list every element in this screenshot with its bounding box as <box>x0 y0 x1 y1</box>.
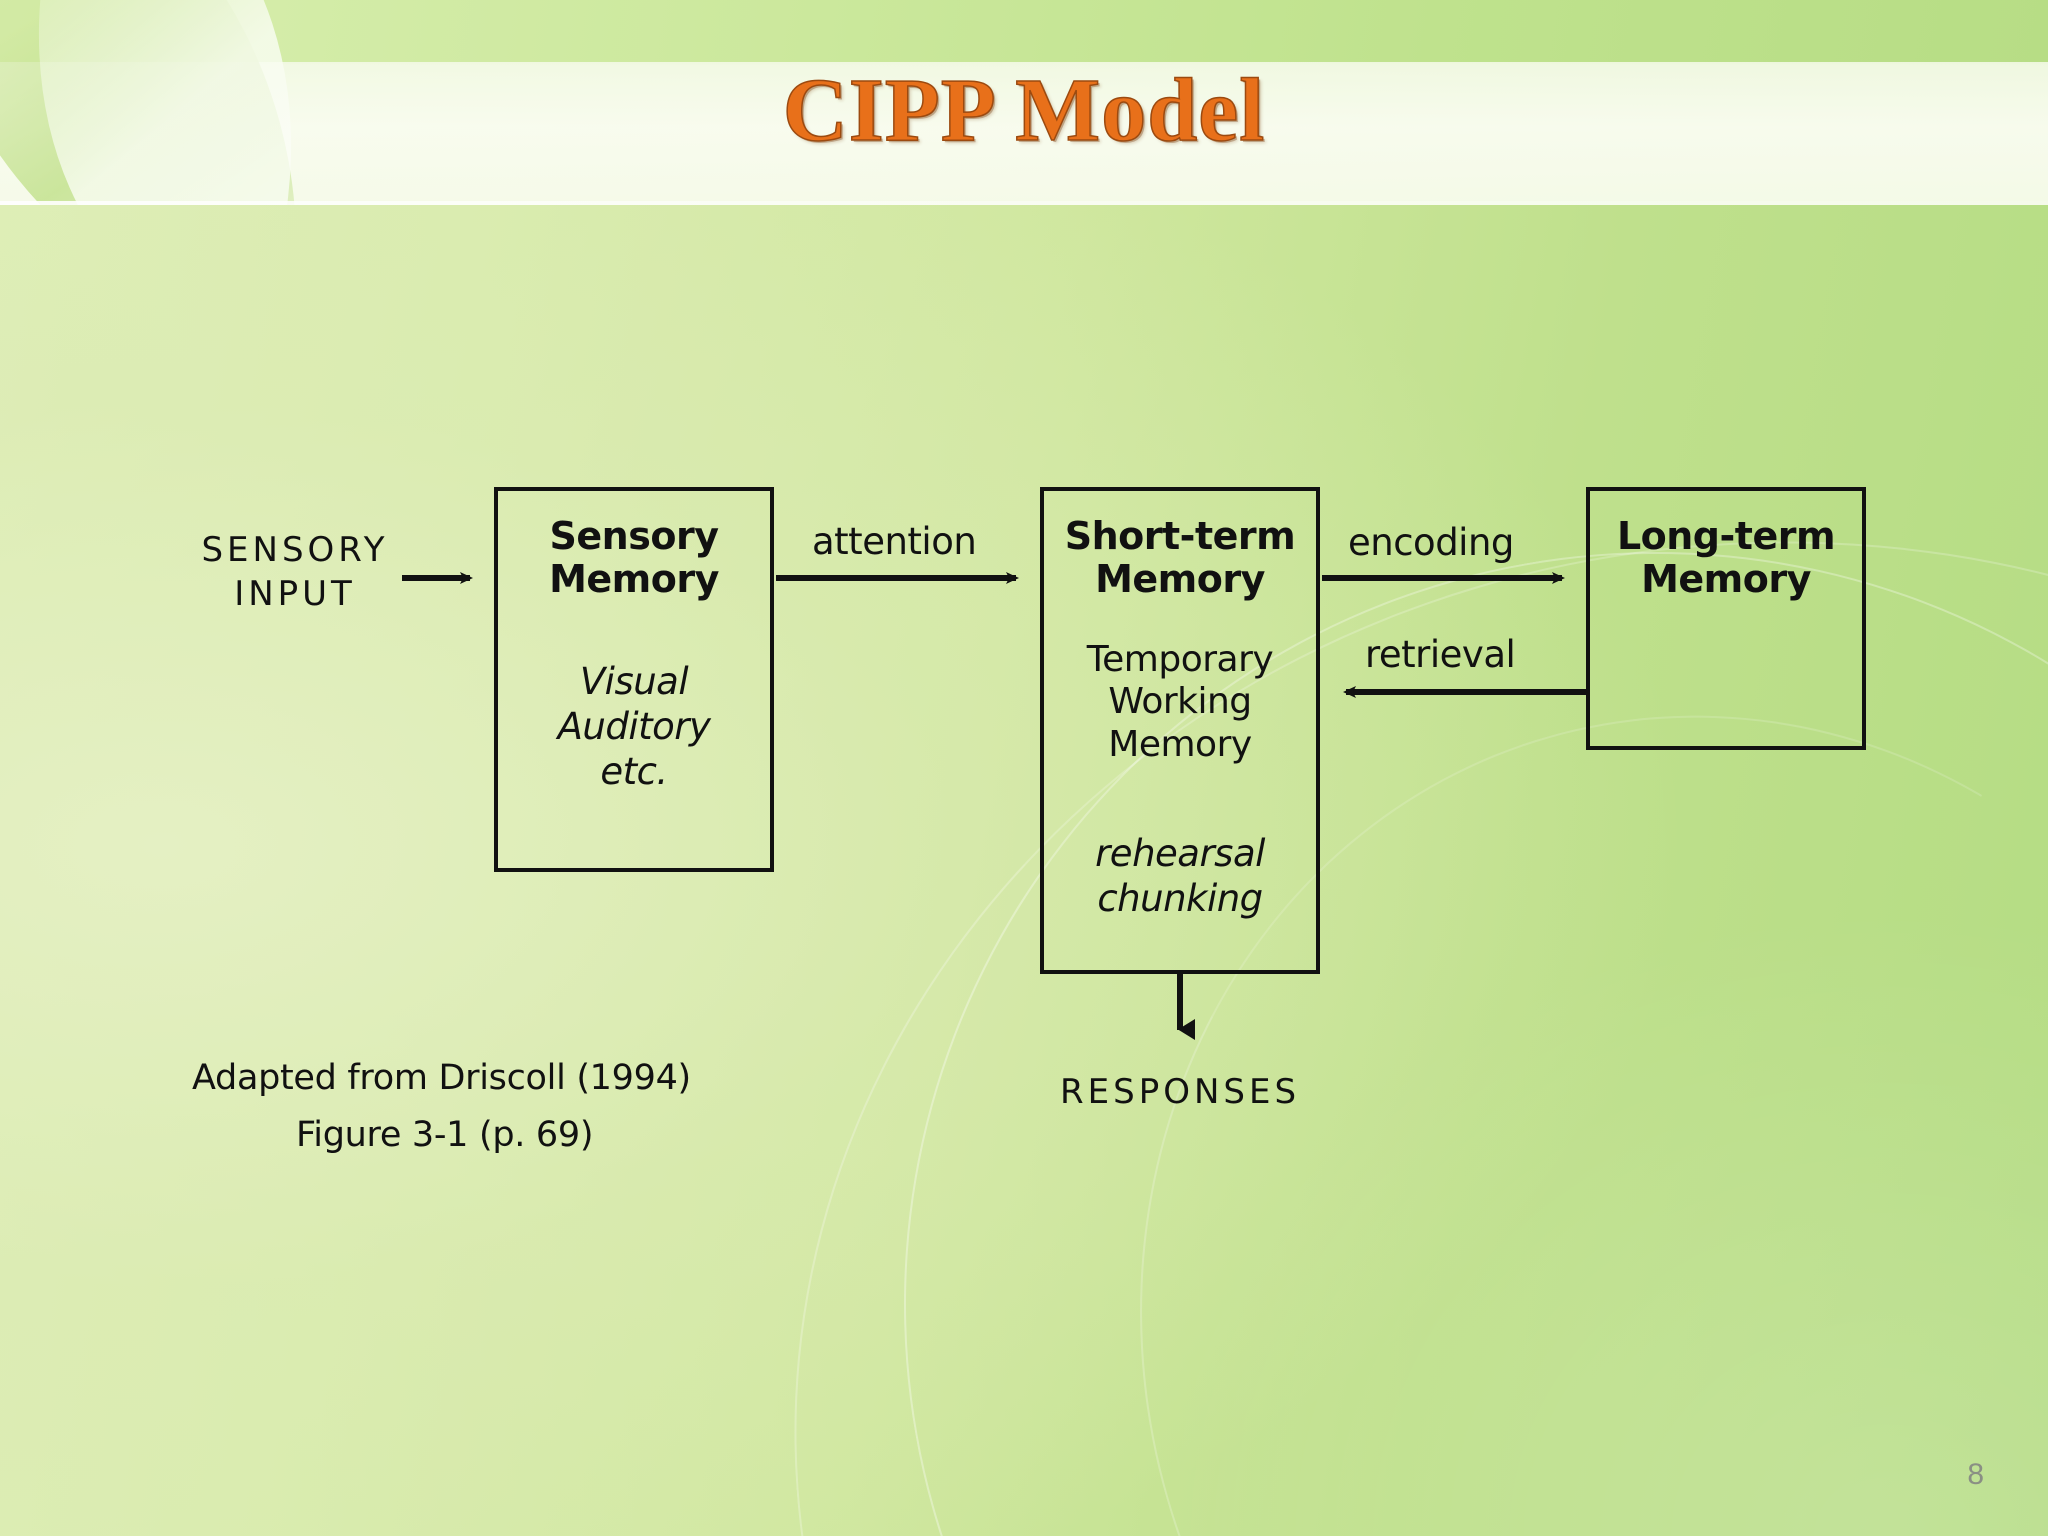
short-term-memory-subtitle: Temporary Working Memory <box>1044 639 1316 766</box>
sensory-memory-detail-3: etc. <box>600 750 668 794</box>
short-term-memory-title-line-1: Short-term <box>1064 514 1296 558</box>
short-term-memory-sub-1: Temporary <box>1086 639 1274 680</box>
long-term-memory-title-line-2: Memory <box>1641 556 1811 601</box>
box-sensory-memory[interactable]: Sensory Memory Visual Auditory etc. <box>494 487 774 872</box>
sensory-input-label: SENSORY INPUT <box>190 528 400 616</box>
page-number: 8 <box>1967 1458 1984 1491</box>
header-top-strip <box>0 0 2048 62</box>
credit-line-2: Figure 3-1 (p. 69) <box>296 1115 594 1155</box>
page-title: CIPP Model <box>782 61 1266 160</box>
long-term-memory-title: Long-term Memory <box>1590 515 1862 600</box>
edge-label-retrieval: retrieval <box>1365 633 1516 676</box>
edge-label-attention: attention <box>812 520 977 563</box>
box-short-term-memory[interactable]: Short-term Memory Temporary Working Memo… <box>1040 487 1320 974</box>
short-term-memory-details: rehearsal chunking <box>1044 831 1316 921</box>
credit-line-1: Adapted from Driscoll (1994) <box>192 1058 691 1098</box>
sensory-input-line-2: INPUT <box>234 574 356 615</box>
header-divider <box>0 201 2048 205</box>
short-term-memory-detail-1: rehearsal <box>1095 832 1265 875</box>
box-long-term-memory[interactable]: Long-term Memory <box>1586 487 1866 750</box>
short-term-memory-sub-2: Working <box>1108 681 1252 723</box>
sensory-memory-detail-1: Visual <box>579 660 689 703</box>
sensory-memory-detail-2: Auditory <box>557 705 711 749</box>
edge-label-encoding: encoding <box>1348 521 1514 564</box>
long-term-memory-title-line-1: Long-term <box>1616 514 1836 558</box>
short-term-memory-sub-3: Memory <box>1108 723 1252 765</box>
slide-header-band <box>0 0 2048 205</box>
responses-label: RESPONSES <box>1060 1072 1301 1112</box>
sensory-memory-title-line-2: Memory <box>549 556 719 601</box>
sensory-memory-title-line-1: Sensory <box>549 514 719 558</box>
short-term-memory-title: Short-term Memory <box>1044 515 1316 600</box>
short-term-memory-title-line-2: Memory <box>1095 556 1265 601</box>
sensory-memory-details: Visual Auditory etc. <box>498 659 770 794</box>
sensory-input-line-1: SENSORY <box>201 530 389 570</box>
sensory-memory-title: Sensory Memory <box>498 515 770 600</box>
short-term-memory-detail-2: chunking <box>1097 877 1263 921</box>
